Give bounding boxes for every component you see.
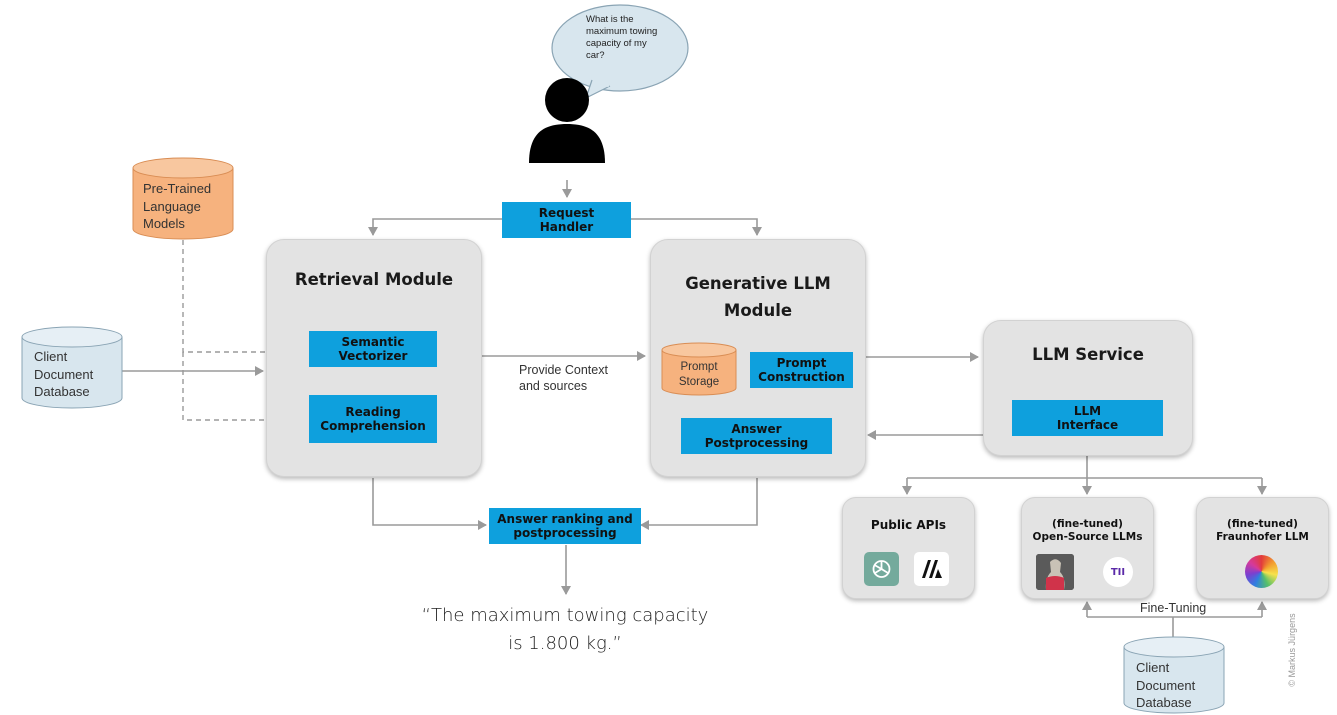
open-source-title: (fine-tuned) Open-Source LLMs — [1032, 518, 1143, 544]
user-icon — [529, 78, 605, 163]
copyright-text: © Markus Jürgens — [1287, 613, 1297, 687]
public-apis-box: Public APIs — [842, 497, 975, 599]
llm-service-title: LLM Service — [1032, 345, 1144, 364]
arrow-handler-to-generative — [631, 218, 762, 236]
answer-ranking-box: Answer ranking and postprocessing — [489, 508, 641, 544]
openai-logo — [864, 552, 899, 586]
arrow-retrieval-to-ranking — [372, 478, 487, 530]
client-db-bottom-cylinder — [1123, 636, 1225, 714]
prompt-construction-box: Prompt Construction — [750, 352, 853, 388]
retrieval-module-title: Retrieval Module — [294, 270, 454, 289]
public-apis-title: Public APIs — [870, 518, 947, 532]
open-source-llms-box: (fine-tuned) Open-Source LLMs — [1021, 497, 1154, 599]
speech-bubble — [551, 4, 689, 99]
anthropic-logo — [914, 552, 949, 586]
answer-postprocessing-box: Answer Postprocessing — [681, 418, 832, 454]
provide-context-label: Provide Context and sources — [519, 363, 608, 394]
arrow-generative-to-ranking — [640, 478, 758, 530]
fraunhofer-color-logo — [1245, 555, 1278, 588]
request-handler-box: Request Handler — [502, 202, 631, 238]
llm-interface-box: LLM Interface — [1012, 400, 1163, 436]
arrow-handler-to-retrieval — [368, 218, 502, 236]
prompt-storage-label: Prompt Storage — [678, 361, 720, 388]
generative-module-title: Generative LLM Module — [685, 274, 831, 321]
reading-comprehension-box: Reading Comprehension — [309, 395, 437, 443]
pretrained-models-cylinder — [132, 157, 234, 240]
final-answer-text: “The maximum towing capacity is 1.800 kg… — [421, 605, 709, 654]
user-question: What is the maximum towing capacity of m… — [586, 14, 658, 61]
fine-tuning-label: Fine-Tuning — [1140, 601, 1207, 615]
tii-logo-text: TII — [1110, 566, 1126, 578]
pretrained-models-label: Pre-Trained Language Models — [143, 181, 212, 232]
prompt-storage-cylinder — [661, 342, 737, 396]
fraunhofer-title: (fine-tuned) Fraunhofer LLM — [1216, 518, 1309, 544]
semantic-vectorizer-box: Semantic Vectorizer — [309, 331, 437, 367]
tii-logo: TII — [1103, 557, 1133, 587]
client-db-bottom-label: Client Document Database — [1136, 660, 1196, 711]
client-db-left-cylinder — [21, 326, 123, 409]
dashed-models-to-reading — [182, 352, 306, 425]
client-db-left-label: Client Document Database — [34, 349, 94, 400]
llama-logo — [1036, 554, 1074, 590]
